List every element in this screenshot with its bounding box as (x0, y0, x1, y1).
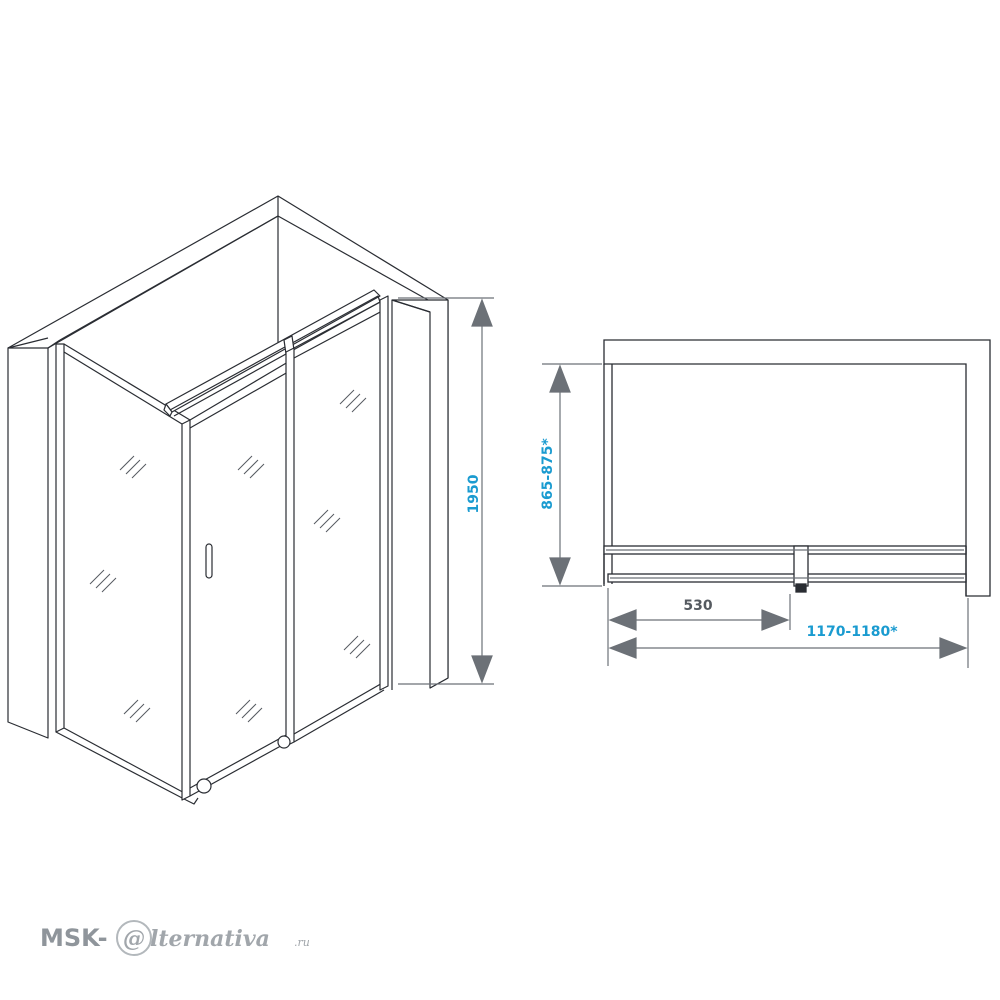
depth-label: 865-875* (540, 438, 556, 510)
bottom-roller-right (277, 735, 291, 749)
sliding-door (285, 347, 295, 747)
svg-text:.ru: .ru (294, 936, 310, 949)
total-width-dimension (608, 598, 969, 668)
isometric-view (7, 195, 449, 805)
svg-text:MSK-: MSK- (40, 924, 108, 952)
door-width-dimension (607, 588, 791, 666)
bottom-roller-left (196, 778, 212, 794)
front-fixed-panel (181, 419, 191, 801)
total-width-label: 1170-1180* (806, 624, 898, 640)
glass-reflections (89, 389, 371, 723)
plan-view (603, 339, 991, 597)
top-rail (165, 289, 381, 413)
door-handle (205, 543, 213, 579)
depth-dimension (542, 363, 602, 587)
height-dimension (398, 297, 494, 685)
right-wall (391, 299, 449, 689)
plan-wall-outline (603, 339, 991, 597)
height-label: 1950 (466, 474, 482, 513)
side-glass-panel (55, 343, 65, 733)
svg-text:@: @ (123, 926, 145, 952)
door-width-label: 530 (683, 598, 712, 614)
svg-text:lternativa: lternativa (150, 926, 270, 952)
watermark-logo: MSK- @ lternativa .ru (40, 920, 310, 956)
